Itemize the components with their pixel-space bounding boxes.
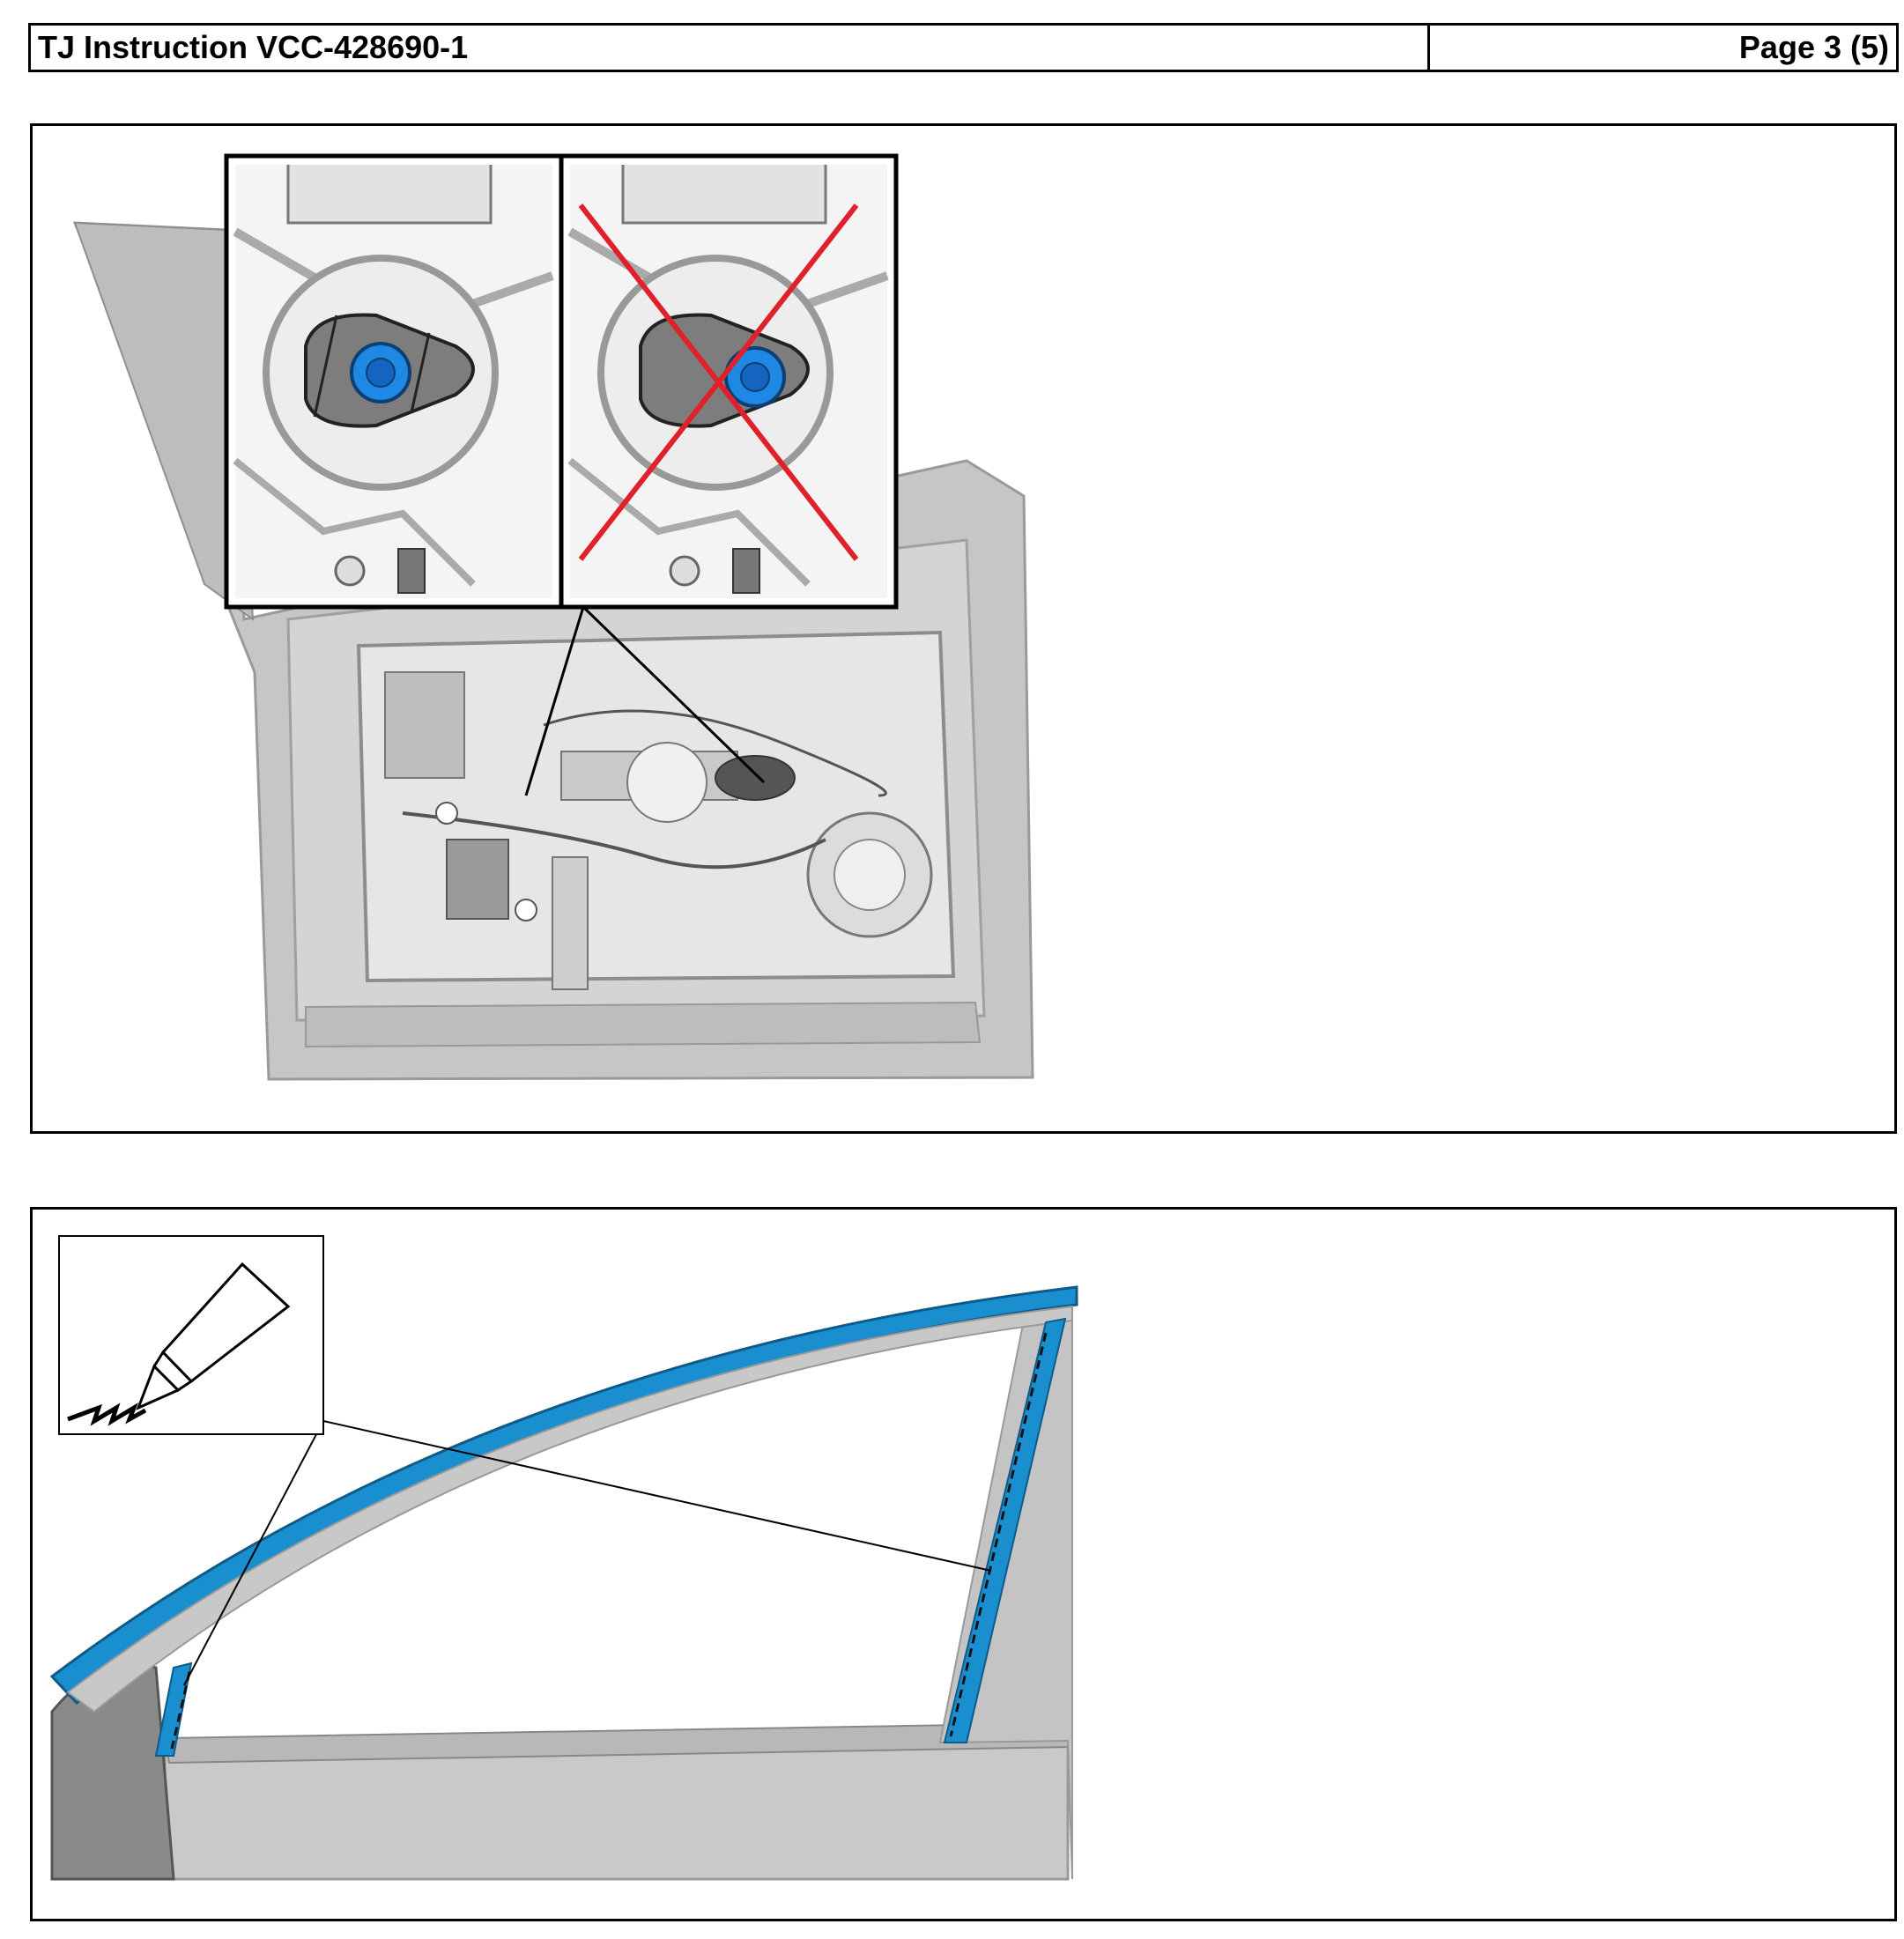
- bolt-icon: [350, 342, 411, 403]
- page-number: Page 3 (5): [1738, 29, 1889, 65]
- bolt-detail-inset: [224, 153, 899, 610]
- prohibited-cross-icon: [578, 204, 859, 561]
- glue-tube-icon: [58, 1235, 324, 1435]
- bolt-incorrect-view: [567, 165, 889, 598]
- figure-window-frame: [30, 1207, 1897, 1921]
- document-header: TJ Instruction VCC-428690-1 Page 3 (5): [28, 23, 1899, 72]
- document-title: TJ Instruction VCC-428690-1: [31, 26, 1430, 70]
- figure-door-bolt: [30, 123, 1897, 1134]
- door-window-frame-illustration: [49, 1235, 1078, 1881]
- bolt-icon-misplaced: [724, 346, 786, 408]
- door-panel-illustration: [72, 153, 1034, 1081]
- bolt-correct-view: [233, 165, 554, 598]
